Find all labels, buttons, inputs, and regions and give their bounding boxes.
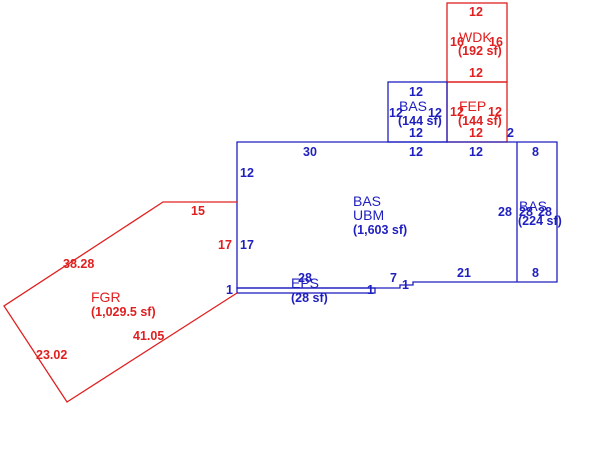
wdk-dim-top: 12 xyxy=(469,5,483,19)
eps-code: EPS xyxy=(291,275,319,291)
bas-right-code: BAS xyxy=(519,198,547,214)
fgr-dim-top: 15 xyxy=(191,204,205,218)
fgr-dim-right: 17 xyxy=(218,238,232,252)
wdk-dim-right: 16 xyxy=(489,35,503,49)
bas-top-area: (144 sf) xyxy=(398,114,442,128)
bas-top-dim-bottom: 12 xyxy=(409,126,423,140)
wdk-dim-left: 16 xyxy=(450,35,464,49)
bas-main-sub: UBM xyxy=(353,207,384,223)
bas-right-dim-top: 8 xyxy=(532,145,539,159)
fgr-dim-bottom: 41.05 xyxy=(133,329,164,343)
bas-main-dim-step: 7 xyxy=(390,271,397,285)
eps-dim-top: 28 xyxy=(298,271,312,285)
fgr-outline xyxy=(3,201,238,403)
bas-right-area: (224 sf) xyxy=(518,214,562,228)
bas-right-dim-bottom: 8 xyxy=(532,266,539,280)
bas-top-dim-right: 12 xyxy=(428,106,442,120)
fep-code: FEP xyxy=(459,98,486,114)
fep-dim-bottom: 12 xyxy=(469,126,483,140)
bas-main-code: BAS xyxy=(353,193,381,209)
bas-main-dim-top: 30 xyxy=(303,145,317,159)
bas-main-area: (1,603 sf) xyxy=(353,223,407,237)
eps-area: (28 sf) xyxy=(291,291,328,305)
bas-main-dim-right: 28 xyxy=(498,205,512,219)
wdk-dim-bottom: 12 xyxy=(469,66,483,80)
fgr-dim-upper-left: 38.28 xyxy=(63,257,94,271)
bas-main-dim-left: 12 xyxy=(240,166,254,180)
bas-main-dim-top-right: 12 xyxy=(469,145,483,159)
bas-right-dim-left: 28 xyxy=(519,205,533,219)
bas-top-dim-top: 12 xyxy=(409,85,423,99)
bas-top-code: BAS xyxy=(399,98,427,114)
fgr-code: FGR xyxy=(91,289,121,305)
wdk-code: WDK xyxy=(459,29,492,45)
fep-area: (144 sf) xyxy=(458,114,502,128)
eps-outline xyxy=(236,287,376,294)
eps-dim-end: 1 xyxy=(367,283,374,297)
fgr-dim-lower-left: 23.02 xyxy=(36,348,67,362)
bas-top-dim-left: 12 xyxy=(389,106,403,120)
bas-main-dim-jog-a: 1 xyxy=(402,278,409,292)
bas-main-dim-jog-b: 1 xyxy=(226,283,233,297)
bas-main-dim-top-mid: 12 xyxy=(409,145,423,159)
bas-main-dim-bottom: 21 xyxy=(457,266,471,280)
bas-main-dim-left-lower: 17 xyxy=(240,238,254,252)
fep-dim-side: 2 xyxy=(507,126,514,140)
bas-right-dim-right: 28 xyxy=(538,205,552,219)
fgr-area: (1,029.5 sf) xyxy=(91,305,156,319)
fep-dim-left: 12 xyxy=(450,105,464,119)
fep-dim-right: 12 xyxy=(488,105,502,119)
wdk-area: (192 sf) xyxy=(458,44,502,58)
